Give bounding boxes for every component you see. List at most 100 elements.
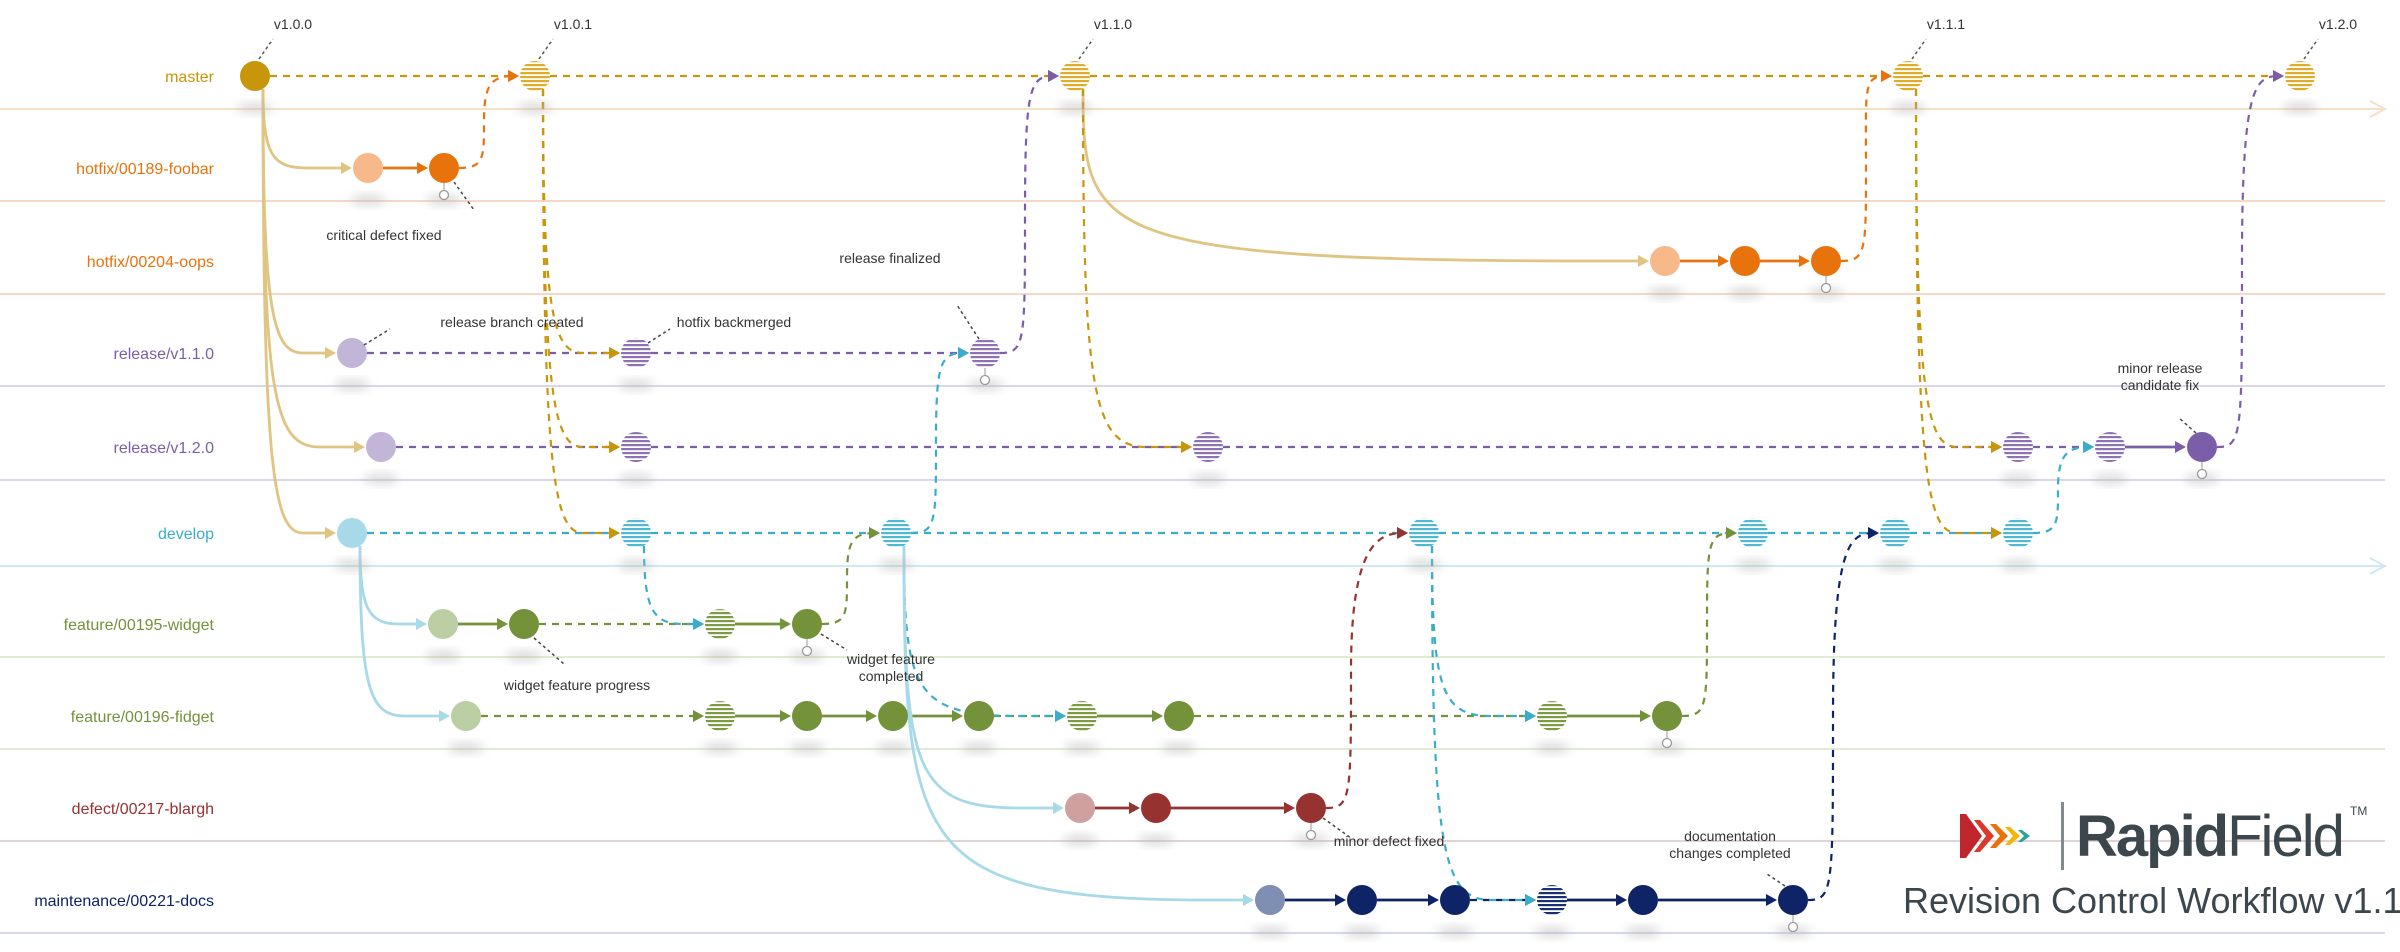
edge-b3-m3 bbox=[1840, 74, 1888, 263]
lane-label-d217: defect/00217-blargh bbox=[72, 801, 214, 818]
commit-shadow bbox=[1727, 288, 1763, 298]
commit-w4 bbox=[792, 609, 822, 639]
commit-b3 bbox=[1811, 246, 1841, 276]
arrowhead-d4-g8 bbox=[1525, 710, 1536, 722]
arrowhead-x3-d4 bbox=[1397, 527, 1408, 539]
edge-w4-d3 bbox=[821, 531, 876, 626]
commit-x1 bbox=[1065, 793, 1095, 823]
commit-shadow bbox=[618, 474, 654, 484]
commit-g3 bbox=[792, 701, 822, 731]
arrowhead-y2-y3 bbox=[1428, 894, 1439, 906]
tag-leader bbox=[2303, 38, 2319, 60]
commit-shadow bbox=[1877, 560, 1913, 570]
commit-shadow bbox=[1647, 288, 1683, 298]
commit-w1 bbox=[428, 609, 458, 639]
annotation-text: critical defect fixed bbox=[326, 227, 441, 243]
commit-shadow bbox=[1406, 560, 1442, 570]
commit-shadow bbox=[1735, 560, 1771, 570]
annotation-leader bbox=[453, 181, 475, 211]
arrowhead-y4-y5 bbox=[1616, 894, 1627, 906]
commit-shadow bbox=[1890, 103, 1926, 113]
marker-ring bbox=[1787, 921, 1799, 933]
edge-d4-g8 bbox=[1430, 545, 1531, 718]
tag-leader bbox=[258, 38, 274, 60]
version-tag: v1.0.1 bbox=[554, 16, 592, 32]
arrowhead-y6-d6 bbox=[1868, 527, 1879, 539]
lane-label-h204: hotfix/00204-oops bbox=[87, 254, 214, 271]
edge-r3-m2 bbox=[999, 74, 1055, 355]
commit-shadow bbox=[517, 103, 553, 113]
arrowhead-y5-y6 bbox=[1766, 894, 1777, 906]
commit-shadow bbox=[618, 560, 654, 570]
annotation-leader bbox=[820, 633, 848, 651]
arrowhead-r3-m2 bbox=[1048, 70, 1059, 82]
commit-s6 bbox=[2187, 432, 2217, 462]
commit-shadow bbox=[350, 195, 386, 205]
brand-name: RapidField bbox=[2076, 804, 2345, 870]
trademark-mark: TM bbox=[2350, 804, 2368, 818]
annotation-text: documentation bbox=[1684, 828, 1776, 844]
lane-label-master: master bbox=[165, 69, 215, 86]
lane-labels: master hotfix/00189-foobar hotfix/00204-oo… bbox=[34, 69, 214, 910]
edge-m3-s4 bbox=[1914, 88, 1997, 449]
arrowhead-w1-w2 bbox=[497, 618, 508, 630]
commit-shadow bbox=[1057, 103, 1093, 113]
arrowhead-s5-s6 bbox=[2175, 441, 2186, 453]
commit-shadow bbox=[363, 474, 399, 484]
commit-s4 bbox=[2003, 432, 2033, 462]
arrowhead-g6-g7 bbox=[1152, 710, 1163, 722]
annotation-text: minor defect fixed bbox=[1334, 833, 1445, 849]
lane-label-h189: hotfix/00189-foobar bbox=[76, 161, 215, 178]
edge-d1-w1 bbox=[358, 545, 422, 626]
commit-shadow bbox=[334, 560, 370, 570]
annotation-text: minor release bbox=[2118, 360, 2203, 376]
commit-g1 bbox=[451, 701, 481, 731]
marker-ring bbox=[438, 189, 450, 201]
commit-s3 bbox=[1193, 432, 1223, 462]
commit-g8 bbox=[1537, 701, 1567, 731]
edge-m2-b1 bbox=[1081, 88, 1644, 263]
commit-shadow bbox=[702, 743, 738, 753]
annotation-text: release branch created bbox=[440, 314, 583, 330]
edge-m0-d1 bbox=[261, 88, 331, 535]
marker-ring bbox=[1305, 829, 1317, 841]
commit-shadow bbox=[334, 380, 370, 390]
edge-d1-g1 bbox=[358, 545, 445, 718]
edge-d3-g6 bbox=[902, 545, 1061, 718]
commit-y2 bbox=[1347, 885, 1377, 915]
marker-ring bbox=[801, 645, 813, 657]
lane-label-f196: feature/00196-fidget bbox=[71, 709, 215, 726]
arrowhead-g1-g2 bbox=[693, 710, 704, 722]
annotation-leader bbox=[956, 304, 980, 340]
commit-g7 bbox=[1164, 701, 1194, 731]
commit-nodes bbox=[240, 61, 2315, 933]
annotation-text: completed bbox=[859, 668, 924, 684]
commit-d6 bbox=[1880, 518, 1910, 548]
arrowhead-g2-g3 bbox=[780, 710, 791, 722]
commit-y4 bbox=[1537, 885, 1567, 915]
edge-m0-r1 bbox=[261, 88, 331, 355]
commit-m2 bbox=[1060, 61, 1090, 91]
arrowhead-g9-d5 bbox=[1726, 527, 1737, 539]
commit-shadow bbox=[2282, 103, 2318, 113]
commit-shadow bbox=[425, 651, 461, 661]
marker-ring bbox=[979, 374, 991, 386]
commit-shadow bbox=[1062, 835, 1098, 845]
arrowhead-w4-d3 bbox=[869, 527, 880, 539]
arrowhead-m0-d1 bbox=[325, 527, 336, 539]
arrowhead-m0-a1 bbox=[341, 162, 352, 174]
arrowhead-g3-g4 bbox=[866, 710, 877, 722]
arrowhead-d1-g1 bbox=[439, 710, 450, 722]
arrowhead-b3-m3 bbox=[1881, 70, 1892, 82]
arrowhead-m1-d2 bbox=[609, 527, 620, 539]
marker-ring bbox=[1661, 737, 1673, 749]
brand-block: RapidField TM Revision Control Workflow … bbox=[1903, 800, 2400, 940]
arrowhead-g8-g9 bbox=[1640, 710, 1651, 722]
tag-leader bbox=[1911, 38, 1927, 60]
annotation-leader bbox=[2177, 416, 2197, 434]
commit-x2 bbox=[1141, 793, 1171, 823]
annotation-leader bbox=[533, 637, 565, 665]
commit-g2 bbox=[705, 701, 735, 731]
